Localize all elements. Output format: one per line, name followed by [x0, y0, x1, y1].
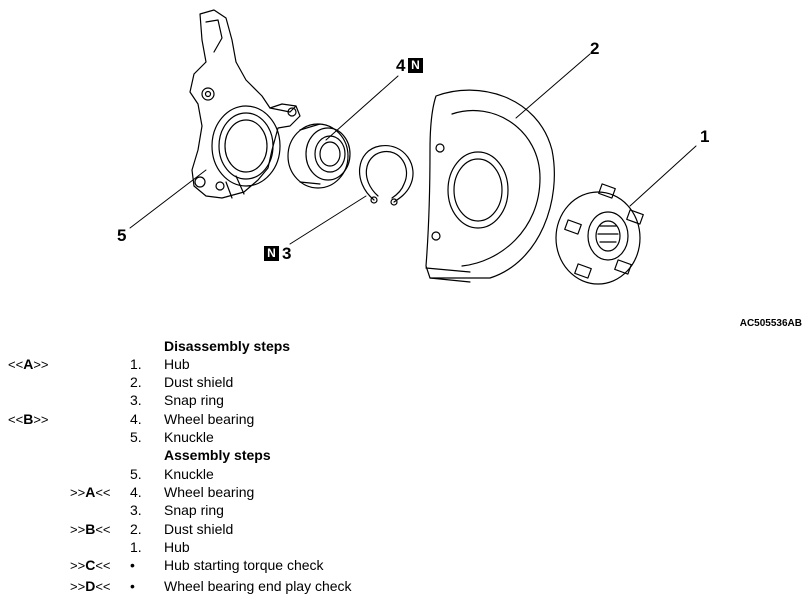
callout-4: 4 — [396, 56, 406, 75]
bullet-marker: • — [130, 578, 135, 594]
disassembly-heading: Disassembly steps — [164, 338, 291, 354]
callout-3: 3 — [282, 244, 292, 263]
step-number: 3. — [130, 392, 142, 408]
dust-shield-drawing — [425, 89, 555, 283]
diagram-drawing — [129, 9, 697, 285]
step-reference: <<A>> — [8, 356, 49, 372]
snap-ring-drawing — [359, 145, 414, 206]
list-item: 2. Dust shield — [0, 373, 811, 391]
step-reference: <<B>> — [8, 411, 49, 427]
step-label: Hub — [164, 539, 190, 555]
leader-3 — [289, 195, 367, 245]
list-item: >>C<< • Hub starting torque check — [0, 556, 811, 574]
step-label: Knuckle — [164, 466, 214, 482]
list-item: >>B<< 2. Dust shield — [0, 520, 811, 538]
step-number: 2. — [130, 521, 142, 537]
exploded-diagram: 1 2 N 3 4 N 5 AC505536AB — [117, 9, 802, 329]
step-number: 5. — [130, 466, 142, 482]
step-label: Snap ring — [164, 502, 224, 518]
leader-4 — [325, 75, 399, 141]
step-number: 3. — [130, 502, 142, 518]
leader-2 — [515, 53, 591, 119]
callout-5: 5 — [117, 226, 127, 245]
n-symbol-4: N — [408, 58, 423, 73]
assembly-heading: Assembly steps — [164, 447, 271, 463]
list-item: >>D<< • Wheel bearing end play check — [0, 577, 811, 595]
n-symbol-3: N — [264, 246, 279, 261]
step-number: 4. — [130, 484, 142, 500]
step-reference: >>D<< — [70, 578, 111, 594]
step-number: 5. — [130, 429, 142, 445]
disassembly-heading-row: Disassembly steps — [0, 337, 811, 355]
step-label: Wheel bearing — [164, 411, 255, 427]
callout-1: 1 — [700, 127, 710, 146]
step-label: Hub — [164, 356, 190, 372]
list-item: 3. Snap ring — [0, 391, 811, 409]
step-label: Dust shield — [164, 521, 234, 537]
leader-1 — [629, 145, 697, 207]
step-number: 1. — [130, 539, 142, 555]
figure-code: AC505536AB — [739, 318, 802, 329]
assembly-heading-row: Assembly steps — [0, 446, 811, 464]
hub-drawing — [555, 183, 644, 285]
list-item: <<A>> 1. Hub — [0, 355, 811, 373]
list-item: 5. Knuckle — [0, 428, 811, 446]
step-label: Wheel bearing — [164, 484, 255, 500]
step-reference: >>C<< — [70, 557, 111, 573]
step-number: 4. — [130, 411, 142, 427]
step-reference: >>A<< — [70, 484, 111, 500]
list-item: <<B>> 4. Wheel bearing — [0, 410, 811, 428]
step-reference: >>B<< — [70, 521, 111, 537]
list-item: 1. Hub — [0, 538, 811, 556]
list-item: >>A<< 4. Wheel bearing — [0, 483, 811, 501]
step-label: Snap ring — [164, 392, 224, 408]
step-number: 1. — [130, 356, 142, 372]
callout-2: 2 — [590, 39, 600, 58]
wheel-bearing-drawing — [287, 123, 351, 189]
step-label: Knuckle — [164, 429, 214, 445]
step-label: Dust shield — [164, 374, 234, 390]
list-item: 5. Knuckle — [0, 465, 811, 483]
step-number: 2. — [130, 374, 142, 390]
leader-5 — [129, 169, 207, 229]
bullet-marker: • — [130, 557, 135, 573]
step-label: Wheel bearing end play check — [164, 578, 352, 594]
knuckle-drawing — [189, 9, 301, 199]
list-item: 3. Snap ring — [0, 501, 811, 519]
step-label: Hub starting torque check — [164, 557, 324, 573]
